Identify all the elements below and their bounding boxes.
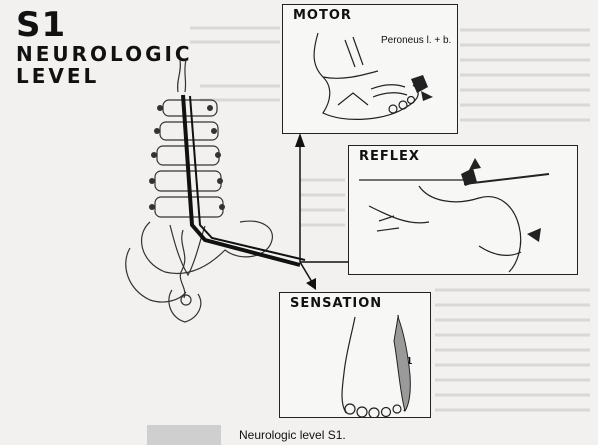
arrow-to-motor-icon [295, 133, 305, 147]
resist-hand-icon [411, 75, 428, 93]
sensation-foot-illustration [341, 314, 411, 417]
title-neurologic: NEUROLOGIC [16, 42, 193, 66]
reflex-panel: REFLEX [348, 145, 578, 275]
arrow-to-sensation-icon [306, 278, 316, 290]
s1-dermatome-shading [393, 315, 411, 413]
reflex-hammer-icon [461, 168, 477, 186]
legend-swatch [147, 425, 221, 445]
vertebra-dots [149, 105, 225, 210]
reflex-ankle-illustration [359, 158, 550, 273]
reflex-panel-title: REFLEX [359, 149, 420, 164]
tap-arrow-icon [469, 158, 481, 170]
plantar-flexion-arrow-icon [527, 228, 541, 242]
legend-label: Neurologic level S1. [239, 428, 346, 442]
motor-muscle-label: Peroneus l. + b. [381, 35, 452, 46]
motor-foot-illustration [313, 32, 433, 120]
sensation-panel: SENSATION S1 [279, 292, 431, 418]
motor-panel-title: MOTOR [293, 8, 352, 23]
title-s1: S1 [16, 5, 67, 45]
motor-panel: MOTOR Peroneus l. + b. [282, 4, 458, 134]
title-level: LEVEL [16, 64, 100, 88]
eversion-arrow-icon [421, 91, 433, 101]
sensation-panel-title: SENSATION [290, 296, 383, 311]
